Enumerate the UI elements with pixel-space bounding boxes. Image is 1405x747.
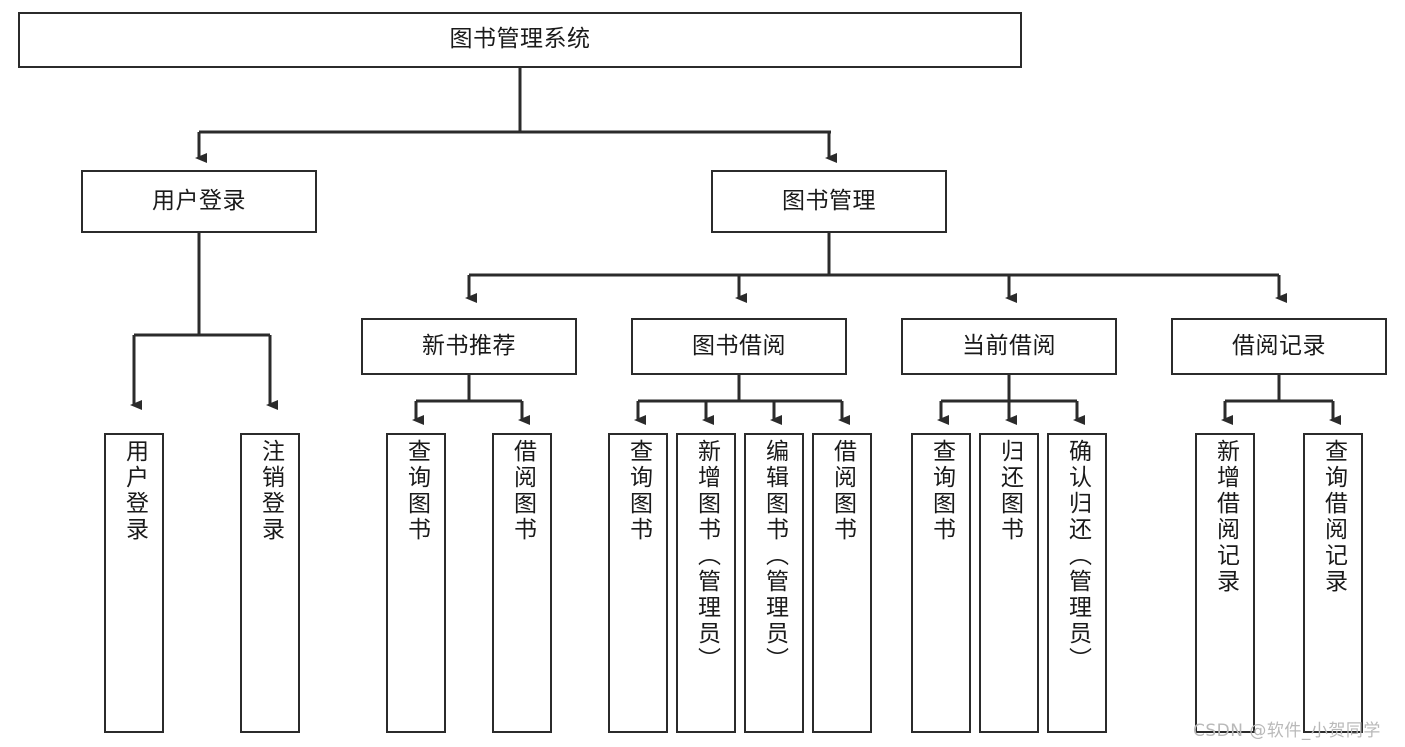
- node-label: 确认归还（管理员）: [1064, 439, 1091, 673]
- node-new-book-recommend[interactable]: 新书推荐: [361, 318, 577, 375]
- node-label: 借阅图书: [829, 439, 856, 543]
- node-label: 查询图书: [625, 439, 652, 543]
- leaf-borrow-record-query[interactable]: 查询借阅记录: [1303, 433, 1363, 733]
- node-label: 当前借阅: [962, 332, 1056, 359]
- leaf-current-borrow-return[interactable]: 归还图书: [979, 433, 1039, 733]
- node-book-management[interactable]: 图书管理: [711, 170, 947, 233]
- node-label: 借阅记录: [1232, 332, 1326, 359]
- node-current-borrow[interactable]: 当前借阅: [901, 318, 1117, 375]
- node-label: 图书借阅: [692, 332, 786, 359]
- leaf-book-borrow-add[interactable]: 新增图书（管理员）: [676, 433, 736, 733]
- node-label: 借阅图书: [509, 439, 536, 543]
- leaf-user-login-login[interactable]: 用户登录: [104, 433, 164, 733]
- node-book-borrow[interactable]: 图书借阅: [631, 318, 847, 375]
- node-label: 用户登录: [121, 439, 148, 543]
- node-label: 新增借阅记录: [1212, 439, 1239, 595]
- node-label: 新增图书（管理员）: [693, 439, 720, 673]
- node-label: 新书推荐: [422, 332, 516, 359]
- leaf-borrow-record-add[interactable]: 新增借阅记录: [1195, 433, 1255, 733]
- node-label: 查询图书: [403, 439, 430, 543]
- node-root-book-management-system[interactable]: 图书管理系统: [18, 12, 1022, 68]
- leaf-new-book-query[interactable]: 查询图书: [386, 433, 446, 733]
- leaf-new-book-borrow[interactable]: 借阅图书: [492, 433, 552, 733]
- node-label: 注销登录: [257, 439, 284, 543]
- node-label: 归还图书: [996, 439, 1023, 543]
- node-label: 查询借阅记录: [1320, 439, 1347, 595]
- leaf-current-borrow-query[interactable]: 查询图书: [911, 433, 971, 733]
- node-label: 图书管理: [782, 187, 876, 214]
- node-label: 图书管理系统: [449, 26, 591, 53]
- node-label: 编辑图书（管理员）: [761, 439, 788, 673]
- leaf-current-borrow-confirm-return[interactable]: 确认归还（管理员）: [1047, 433, 1107, 733]
- node-label: 用户登录: [152, 187, 246, 214]
- node-borrow-record[interactable]: 借阅记录: [1171, 318, 1387, 375]
- leaf-user-login-logout[interactable]: 注销登录: [240, 433, 300, 733]
- node-user-login[interactable]: 用户登录: [81, 170, 317, 233]
- leaf-book-borrow-edit[interactable]: 编辑图书（管理员）: [744, 433, 804, 733]
- leaf-book-borrow-borrow[interactable]: 借阅图书: [812, 433, 872, 733]
- leaf-book-borrow-query[interactable]: 查询图书: [608, 433, 668, 733]
- node-label: 查询图书: [928, 439, 955, 543]
